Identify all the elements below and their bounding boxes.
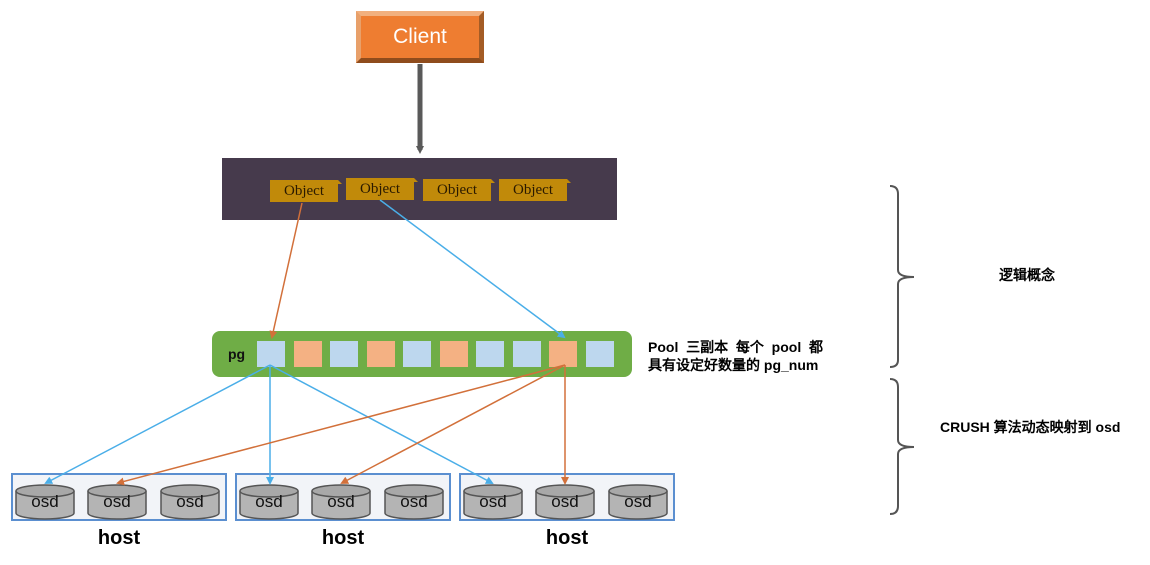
osd-disk: osd xyxy=(384,484,444,520)
pg-cell xyxy=(549,341,577,367)
osd-label: osd xyxy=(31,492,59,511)
object-to-pg-arrow xyxy=(269,202,303,339)
logical-concept-label: 逻辑概念 xyxy=(999,267,1055,283)
disk-icon xyxy=(384,484,444,520)
osd-disk: osd xyxy=(463,484,523,520)
disk-icon xyxy=(311,484,371,520)
client-box: Client xyxy=(356,11,484,63)
osd-label: osd xyxy=(327,492,355,511)
osd-label: osd xyxy=(479,492,507,511)
pg-cell xyxy=(440,341,468,367)
logical-bracket xyxy=(889,185,915,368)
osd-disk: osd xyxy=(160,484,220,520)
osd-disk: osd xyxy=(535,484,595,520)
object-chip: Object xyxy=(270,180,342,202)
client-label: Client xyxy=(393,25,447,48)
pg-label: pg xyxy=(228,346,246,362)
object-chip: Object xyxy=(423,179,495,201)
disk-icon xyxy=(87,484,147,520)
osd-label: osd xyxy=(624,492,652,511)
pg-cell xyxy=(367,341,395,367)
host-label: host xyxy=(97,527,141,549)
pg-cell xyxy=(513,341,541,367)
pg-cell xyxy=(586,341,614,367)
object-chip: Object xyxy=(499,179,571,201)
disk-icon xyxy=(160,484,220,520)
pool-description-line1: Pool 三副本 每个 pool 都 xyxy=(648,339,823,355)
crush-bracket xyxy=(889,378,915,515)
osd-label: osd xyxy=(103,492,131,511)
osd-disk: osd xyxy=(311,484,371,520)
disk-icon xyxy=(239,484,299,520)
object-panel: Object Object Object Object xyxy=(222,158,617,220)
pg-cell xyxy=(257,341,285,367)
osd-label: osd xyxy=(255,492,283,511)
object-to-pg-arrow xyxy=(379,199,566,339)
host-label: host xyxy=(321,527,365,549)
disk-icon xyxy=(608,484,668,520)
osd-disk: osd xyxy=(15,484,75,520)
disk-icon xyxy=(15,484,75,520)
pg-cell xyxy=(294,341,322,367)
osd-disk: osd xyxy=(87,484,147,520)
pg-cell xyxy=(330,341,358,367)
osd-label: osd xyxy=(176,492,204,511)
pg-cell xyxy=(476,341,504,367)
disk-icon xyxy=(463,484,523,520)
pg-to-osd-arrow xyxy=(44,364,271,484)
object-chip: Object xyxy=(346,178,418,200)
crush-mapping-label: CRUSH 算法动态映射到 osd xyxy=(940,419,1121,435)
pg-to-osd-arrow xyxy=(340,364,566,484)
pool-description: Pool 三副本 每个 pool 都 具有设定好数量的 pg_num xyxy=(648,338,848,374)
pool-description-line2: 具有设定好数量的 pg_num xyxy=(648,357,819,373)
pg-to-osd-arrow xyxy=(116,364,566,486)
pg-to-osd-arrow xyxy=(269,364,494,484)
host-label: host xyxy=(545,527,589,549)
osd-disk: osd xyxy=(608,484,668,520)
osd-disk: osd xyxy=(239,484,299,520)
osd-label: osd xyxy=(551,492,579,511)
disk-icon xyxy=(535,484,595,520)
osd-label: osd xyxy=(400,492,428,511)
pg-cell xyxy=(403,341,431,367)
